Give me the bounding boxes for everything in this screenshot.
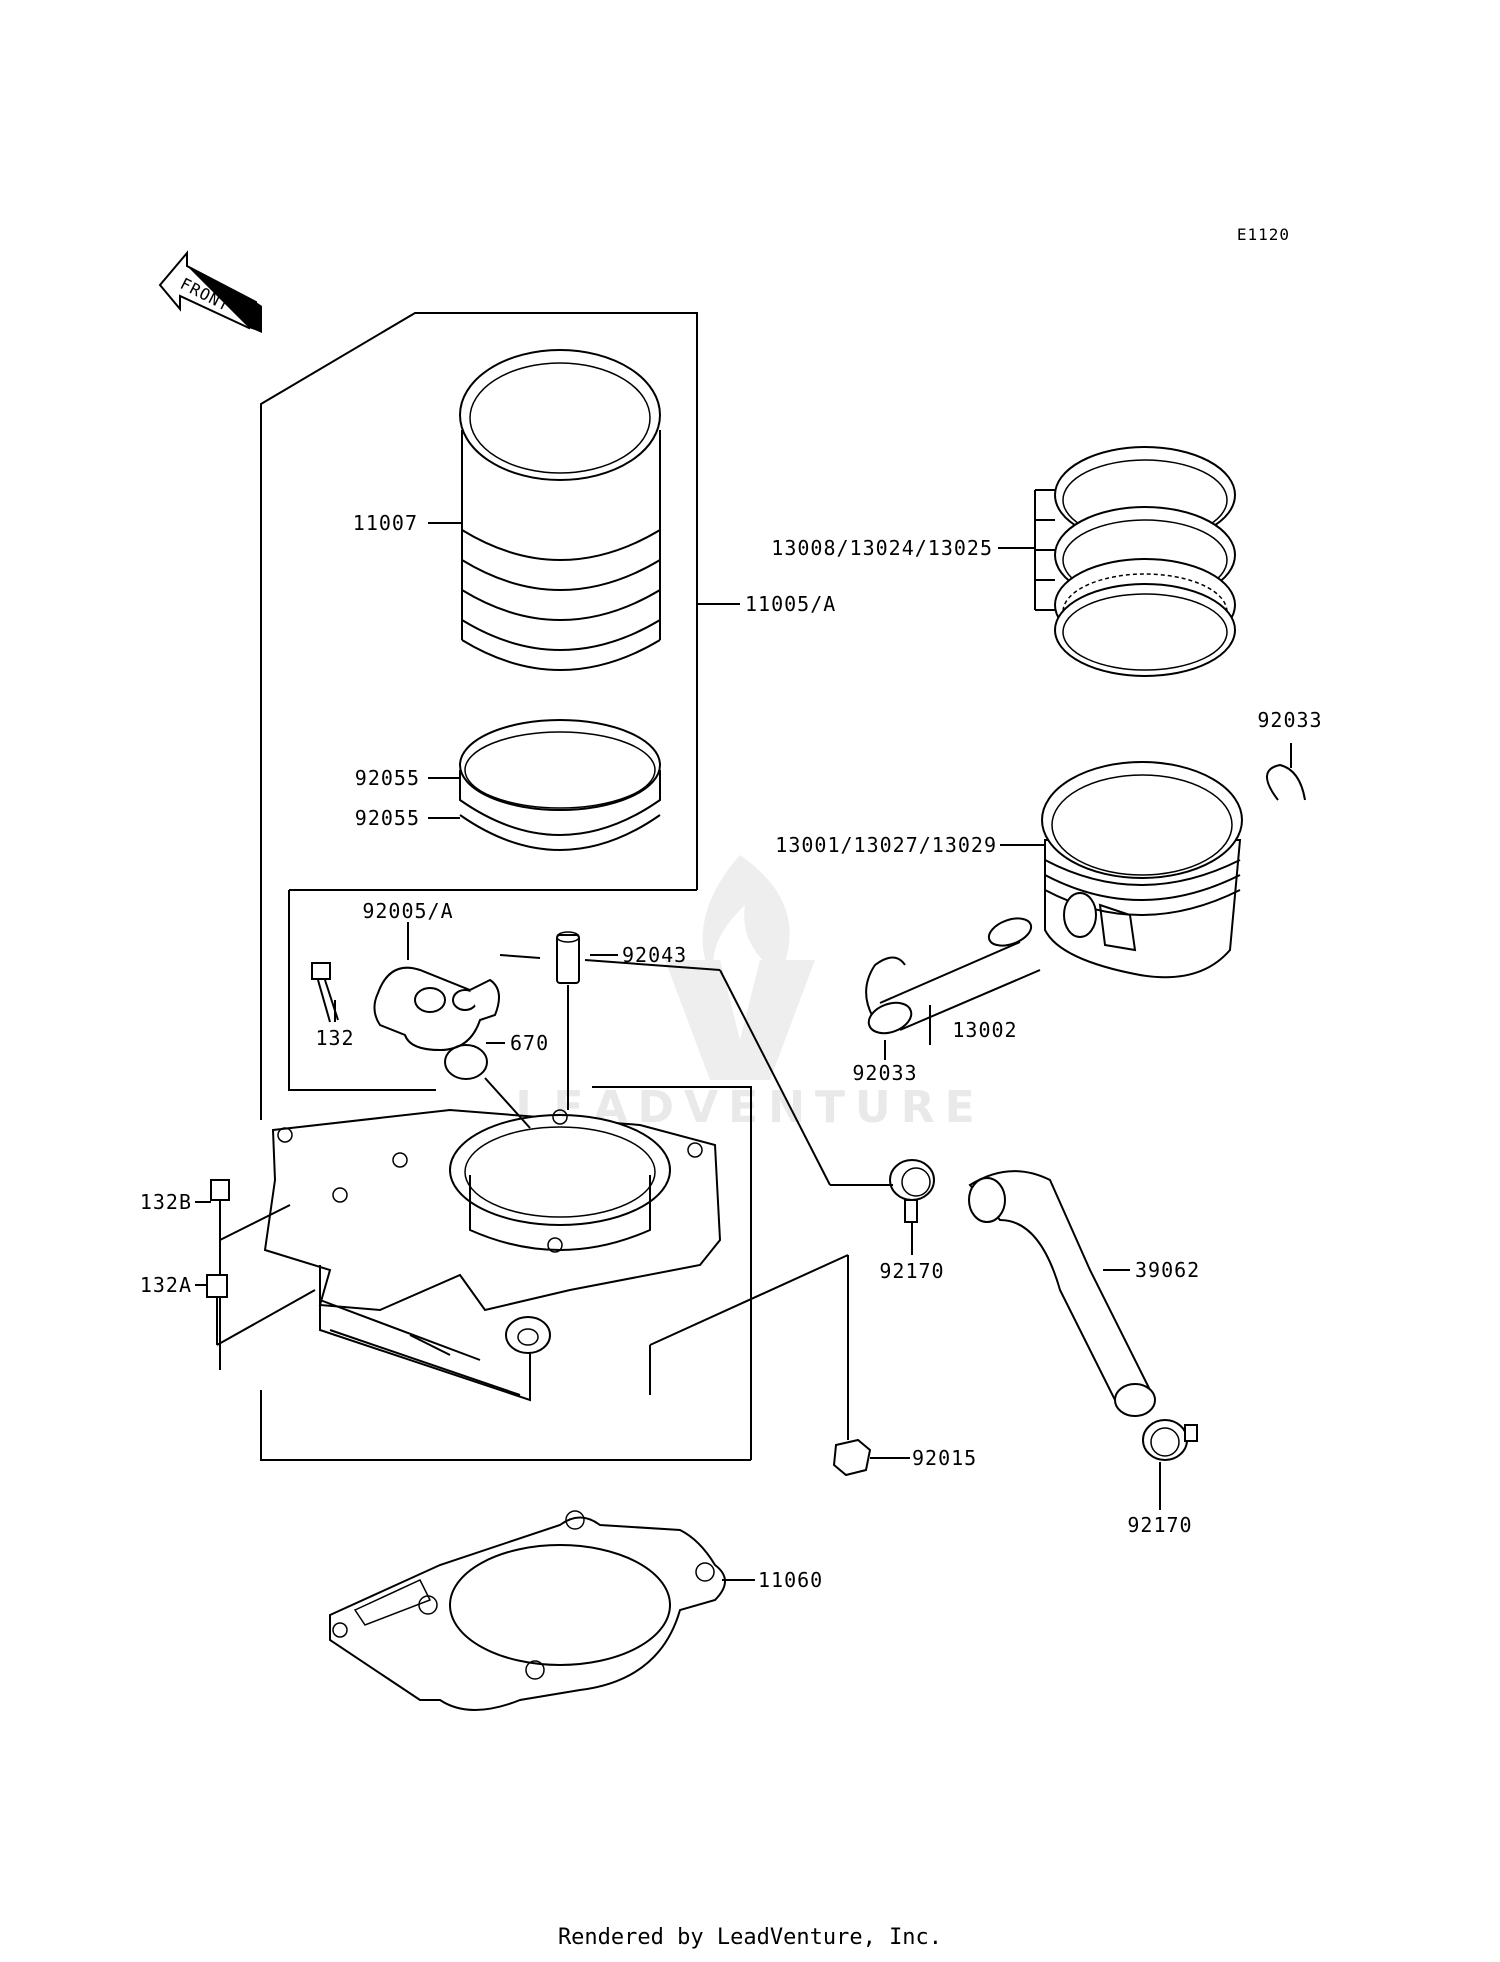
cylinder-block: [263, 1108, 722, 1402]
diagram-code: E1120: [1237, 225, 1290, 244]
label-670: 670: [510, 1031, 549, 1055]
label-11007: 11007: [353, 511, 418, 535]
label-13008: 13008/13024/13025: [771, 536, 993, 560]
label-132a: 132A: [140, 1273, 192, 1297]
label-92033-bottom: 92033: [852, 1061, 917, 1085]
o-ring-670: [444, 1044, 488, 1080]
label-13001: 13001/13027/13029: [775, 833, 997, 857]
label-132: 132: [315, 1026, 354, 1050]
bolt-132a: [206, 1274, 228, 1345]
water-hose: [968, 1170, 1156, 1417]
label-13002: 13002: [952, 1018, 1017, 1042]
footer-credit: Rendered by LeadVenture, Inc.: [557, 1925, 943, 1950]
label-92055-bottom: 92055: [355, 806, 420, 830]
leader-lines: [195, 522, 1292, 1581]
circlip-top: [1266, 763, 1306, 801]
label-39062: 39062: [1135, 1258, 1200, 1282]
piston: [1041, 761, 1243, 979]
liner-o-rings: [459, 719, 661, 851]
hose-clamp-top: [889, 1159, 935, 1223]
label-92170-bottom: 92170: [1127, 1513, 1192, 1537]
front-arrow-icon: FRONT: [158, 250, 262, 333]
label-92005a: 92005/A: [362, 899, 453, 923]
bolt-132b: [210, 1179, 230, 1240]
label-132b: 132B: [140, 1190, 192, 1214]
piston-rings: [1034, 446, 1236, 677]
dowel-pin: [556, 931, 580, 984]
label-92015: 92015: [912, 1446, 977, 1470]
piston-pin: [867, 917, 1041, 1035]
nut-92015: [832, 1438, 872, 1477]
head-gasket: [329, 1510, 726, 1711]
bolt-132: [311, 962, 339, 1023]
water-fitting: [373, 966, 500, 1052]
label-92170-top: 92170: [879, 1259, 944, 1283]
label-92043: 92043: [622, 943, 687, 967]
label-92033-top: 92033: [1257, 708, 1322, 732]
hose-clamp-bottom: [1142, 1419, 1198, 1461]
label-92055-top: 92055: [355, 766, 420, 790]
circlip-bottom: [865, 956, 906, 1029]
watermark: LEADVENTURE: [515, 855, 975, 1133]
label-11060: 11060: [758, 1568, 823, 1592]
cylinder-group-frame: [219, 312, 752, 1461]
cylinder-sleeve: [459, 349, 661, 671]
label-11005a: 11005/A: [745, 592, 836, 616]
